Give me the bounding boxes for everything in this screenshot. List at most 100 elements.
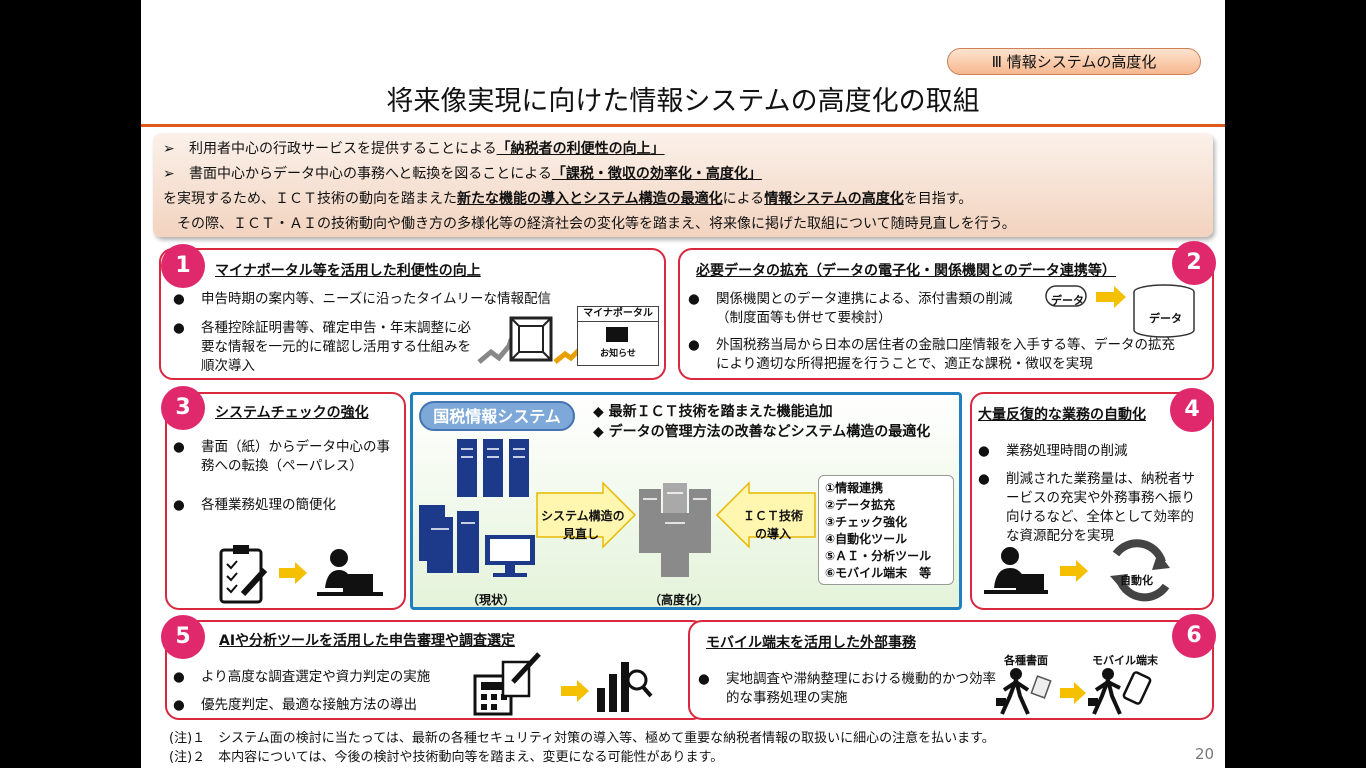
intro-emphasis: 「納税者の利便性の向上」 <box>496 141 665 157</box>
function-item: ③チェック強化 <box>825 515 908 529</box>
intro-text: を目指す。 <box>903 191 973 207</box>
intro-text: を実現するため、ＩＣＴ技術の動向を踏まえた <box>163 191 457 207</box>
card-title: マイナポータル等を活用した利便性の向上 <box>215 263 481 279</box>
bullet-mark: ➢ <box>163 141 175 157</box>
analysis-icon <box>473 652 653 716</box>
bullet-text: 外国税務当局から日本の居住者の金融口座情報を入手する等、データの拡充により適切な… <box>716 337 1175 372</box>
bullet-text: 業務処理時間の削減 <box>1006 443 1128 459</box>
intro-emphasis: 新たな機能の導入とシステム構造の最適化 <box>457 191 723 207</box>
bullet: ● 削減された業務量は、納税者サービスの充実や外務事務へ振り向けるなど、全体として… <box>978 470 1206 546</box>
bullet-dot: ● <box>688 291 700 307</box>
bullet-text: 優先度判定、最適な接触方法の導出 <box>201 697 417 713</box>
function-item: ②データ拡充 <box>825 498 896 512</box>
center-point-2: ◆ データの管理方法の改善などシステム構造の最適化 <box>593 424 931 440</box>
card-number: 3 <box>161 386 205 430</box>
footnote-1: (注)１ システム面の検討に当たっては、最新の各種セキュリティ対策の導入等、極め… <box>169 731 995 746</box>
card-title: 必要データの拡充（データの電子化・関係機関とのデータ連携等） <box>696 263 1116 279</box>
left-arrow-shape <box>536 481 637 549</box>
bullet: ●実地調査や滞納整理における機動的かつ効率的な事務処理の実施 <box>698 670 998 708</box>
bullet: ●申告時期の案内等、ニーズに沿ったタイムリーな情報配信 <box>173 290 643 309</box>
arrow-right-label-1: ＩＣＴ技術 <box>743 509 804 523</box>
data-big-label: データ <box>1149 312 1182 325</box>
intro-line-3: を実現するため、ＩＣＴ技術の動向を踏まえた新たな機能の導入とシステム構造の最適化… <box>163 187 1203 212</box>
bullet-text: 各種控除証明書等、確定申告・年末調整に必要な情報を一元的に確認し活用する仕組みを… <box>201 320 471 374</box>
automation-label: 自動化 <box>1120 574 1153 587</box>
card-number: 5 <box>161 615 205 659</box>
docs-label: 各種書面 <box>1004 654 1048 667</box>
worker-automation-icon <box>984 539 1170 602</box>
database-icon <box>1045 284 1195 338</box>
mobile-label: モバイル端末 <box>1092 654 1158 667</box>
slide: Ⅲ 情報システムの高度化 将来像実現に向けた情報システムの高度化の取組 ➢ 利用者… <box>141 0 1225 768</box>
footnote-2: (注)２ 本内容については、今後の検討や技術動向等を踏まえ、変更になる可能性があ… <box>169 750 724 765</box>
function-item: ①情報連携 <box>825 481 884 495</box>
bullet-dot: ● <box>173 320 185 336</box>
caption-advanced: （高度化） <box>649 593 710 607</box>
bullet-dot: ● <box>978 471 990 487</box>
bullet-mark: ➢ <box>163 166 175 182</box>
portal-label: マイナポータル <box>578 307 658 322</box>
bullet-dot: ● <box>978 443 990 459</box>
bullet-text: 申告時期の案内等、ニーズに沿ったタイムリーな情報配信 <box>201 291 552 307</box>
bullet-text: 削減された業務量は、納税者サービスの充実や外務事務へ振り向けるなど、全体として効… <box>1006 471 1195 544</box>
mail-icon <box>606 327 628 342</box>
card-4: 大量反復的な業務の自動化 ●業務処理時間の削減 ●削減された業務量は、納税者サー… <box>970 392 1214 610</box>
bullet-dot: ● <box>173 439 185 455</box>
card-number: 2 <box>1172 241 1216 285</box>
intro-emphasis: 「課税・徴収の効率化・高度化」 <box>551 166 762 182</box>
card-1: マイナポータル等を活用した利便性の向上 ●申告時期の案内等、ニーズに沿ったタイム… <box>159 248 666 380</box>
portal-window: マイナポータル お知らせ <box>577 306 659 366</box>
advanced-server-icon <box>639 483 711 577</box>
intro-line-1: ➢ 利用者中心の行政サービスを提供することによる「納税者の利便性の向上」 <box>163 137 1203 162</box>
bullet: ●各種業務処理の簡便化 <box>173 496 398 515</box>
card-title: AIや分析ツールを活用した申告審理や調査選定 <box>219 633 516 649</box>
bullet-text: 関係機関とのデータ連携による、添付書類の削減（制度面等も併せて要検討） <box>716 291 1013 326</box>
card-number: 1 <box>161 244 205 288</box>
page-title: 将来像実現に向けた情報システムの高度化の取組 <box>386 86 980 117</box>
section-badge: Ⅲ 情報システムの高度化 <box>947 48 1201 75</box>
function-list: ①情報連携 ②データ拡充 ③チェック強化 ④自動化ツール ⑤ＡＩ・分析ツール ⑥… <box>818 475 954 585</box>
card-title: システムチェックの強化 <box>215 405 369 421</box>
arrow-right-label-2: の導入 <box>755 527 792 541</box>
card-2: 必要データの拡充（データの電子化・関係機関とのデータ連携等） ● 関係機関とのデー… <box>678 248 1214 380</box>
intro-box: ➢ 利用者中心の行政サービスを提供することによる「納税者の利便性の向上」 ➢ 書面中… <box>153 133 1213 237</box>
function-item: ⑥モバイル端末 等 <box>825 566 932 580</box>
bullet-dot: ● <box>688 337 700 353</box>
checklist-icon <box>219 545 383 604</box>
card-5: AIや分析ツールを活用した申告審理や調査選定 ● より高度な調査選定や資力判定の実… <box>165 620 706 720</box>
bullet: ● 各種控除証明書等、確定申告・年末調整に必要な情報を一元的に確認し活用する仕組み… <box>173 319 478 376</box>
intro-text: による <box>722 191 765 207</box>
intro-line-2: ➢ 書面中心からデータ中心の事務へと転換を図ることによる「課税・徴収の効率化・高度… <box>163 162 1203 187</box>
notice-label: お知らせ <box>600 349 636 359</box>
intro-emphasis: 情報システムの高度化 <box>764 191 904 207</box>
tax-information-system: 国税情報システム ◆ 最新ＩＣＴ技術を踏まえた機能追加 ◆ データの管理方法の改… <box>410 392 962 610</box>
bullet-text: 各種業務処理の簡便化 <box>201 497 336 513</box>
data-small-label: データ <box>1051 294 1084 307</box>
arrow-left-label-1: システム構造の <box>541 509 625 523</box>
arrow-left-label-2: 見直し <box>563 527 600 541</box>
intro-text: 書面中心からデータ中心の事務へと転換を図ることによる <box>189 166 552 182</box>
intro-line-4: その際、ＩＣＴ・ＡＩの技術動向や働き方の多様化等の経済社会の変化等を踏まえ、将来… <box>163 216 1016 232</box>
function-item: ⑤ＡＩ・分析ツール <box>825 549 932 563</box>
page-number: 20 <box>1195 745 1215 763</box>
card-3: システムチェックの強化 ●書面（紙）からデータ中心の事務への転換（ペーパレス） … <box>165 392 406 610</box>
caption-current: （現状） <box>467 593 516 607</box>
footnotes: (注)１ システム面の検討に当たっては、最新の各種セキュリティ対策の導入等、極め… <box>169 729 995 767</box>
bullet: ● 関係機関とのデータ連携による、添付書類の削減（制度面等も併せて要検討） <box>688 290 1038 328</box>
bullet: ● 書面（紙）からデータ中心の事務への転換（ペーパレス） <box>173 438 398 476</box>
bullet-dot: ● <box>698 671 710 687</box>
field-work-icon <box>996 668 1152 715</box>
server-cluster-icon <box>419 439 535 577</box>
title-rule <box>141 124 1225 127</box>
bullet-dot: ● <box>173 669 185 685</box>
bullet: ● 優先度判定、最適な接触方法の導出 <box>173 696 463 715</box>
system-pill: 国税情報システム <box>419 401 575 431</box>
function-item: ④自動化ツール <box>825 532 908 546</box>
right-arrow-shape <box>715 481 816 549</box>
bullet-dot: ● <box>173 697 185 713</box>
bullet: ● 外国税務当局から日本の居住者の金融口座情報を入手する等、データの拡充により適切… <box>688 336 1178 374</box>
intro-text: 利用者中心の行政サービスを提供することによる <box>189 141 497 157</box>
card-6: モバイル端末を活用した外部事務 ●実地調査や滞納整理における機動的かつ効率的な事… <box>688 620 1214 720</box>
bullet-text: より高度な調査選定や資力判定の実施 <box>201 669 431 685</box>
bullet-text: 書面（紙）からデータ中心の事務への転換（ペーパレス） <box>201 439 390 474</box>
